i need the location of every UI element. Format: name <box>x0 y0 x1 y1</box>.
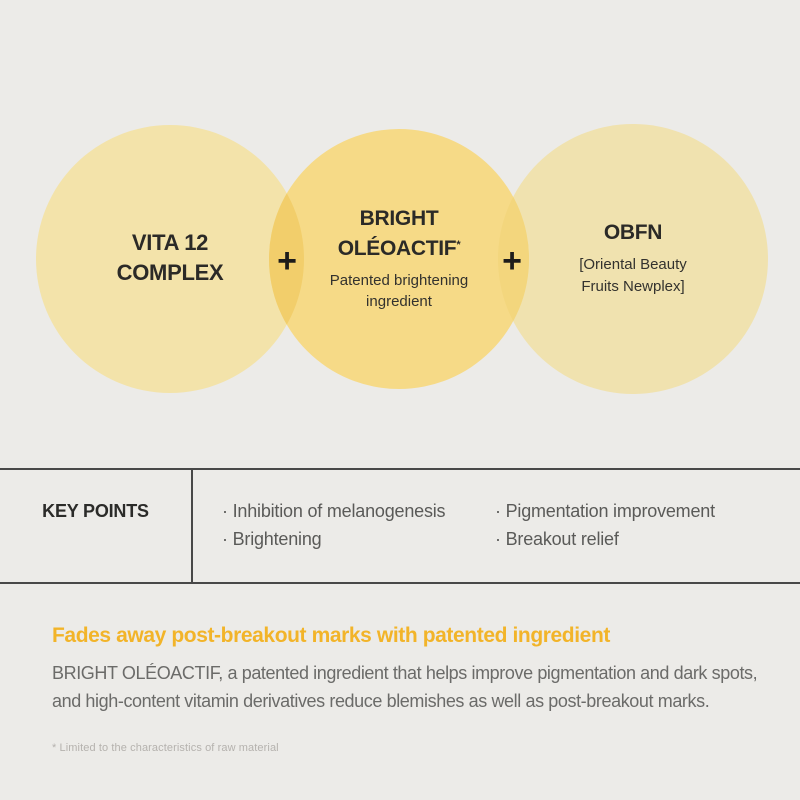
subtitle-line: Patented brightening <box>329 272 469 289</box>
venn-diagram <box>36 124 768 394</box>
circle-right <box>498 124 768 394</box>
key-points-label-cell: KEY POINTS <box>0 470 193 582</box>
subtitle-line: Fruits Newplex] <box>581 278 685 295</box>
title-line: OBFN <box>603 221 663 244</box>
key-point-item: · Pigmentation improvement <box>495 501 715 521</box>
footnote: * Limited to the characteristics of raw … <box>52 742 279 754</box>
benefit-heading: Fades away post-breakout marks with pate… <box>52 624 610 647</box>
key-point-item: · Inhibition of melanogenesis <box>222 501 446 521</box>
circle-right-label: OBFN [Oriental Beauty Fruits Newplex] <box>579 220 687 298</box>
circle-middle-title: BRIGHT OLÉOACTIF* <box>330 206 468 262</box>
subtitle-line: ingredient <box>366 293 432 310</box>
key-points-column: · Inhibition of melanogenesis · Brighten… <box>222 497 495 582</box>
title-line: OLÉOACTIF* <box>337 237 461 260</box>
circle-middle-label: BRIGHT OLÉOACTIF* Patented brightening i… <box>330 206 468 312</box>
key-points-section: KEY POINTS · Inhibition of melanogenesis… <box>0 468 800 584</box>
circle-middle-subtitle: Patented brightening ingredient <box>330 270 468 312</box>
title-line: BRIGHT <box>359 207 439 230</box>
key-points-column: · Pigmentation improvement · Breakout re… <box>495 497 715 582</box>
circle-left-title: VITA 12 COMPLEX <box>117 228 224 288</box>
circle-right-subtitle: [Oriental Beauty Fruits Newplex] <box>579 254 687 298</box>
title-line: COMPLEX <box>116 260 224 285</box>
key-point-item: · Breakout relief <box>495 529 619 549</box>
benefit-description-line: BRIGHT OLÉOACTIF, a patented ingredient … <box>52 663 758 683</box>
circle-middle <box>269 129 529 389</box>
benefit-description: BRIGHT OLÉOACTIF, a patented ingredient … <box>52 659 758 715</box>
circle-left-label: VITA 12 COMPLEX <box>117 228 224 288</box>
key-points-list-cell: · Inhibition of melanogenesis · Brighten… <box>193 470 800 582</box>
title-line: VITA 12 <box>131 230 209 255</box>
plus-icon: + <box>502 242 522 280</box>
key-points-label: KEY POINTS <box>42 501 149 521</box>
key-point-item: · Brightening <box>222 529 322 549</box>
circle-right-title: OBFN <box>579 220 687 246</box>
benefit-description-line: and high-content vitamin derivatives red… <box>52 691 710 711</box>
subtitle-line: [Oriental Beauty <box>579 256 687 273</box>
plus-icon: + <box>277 242 297 280</box>
circle-left <box>36 125 304 393</box>
asterisk-superscript: * <box>456 239 461 251</box>
